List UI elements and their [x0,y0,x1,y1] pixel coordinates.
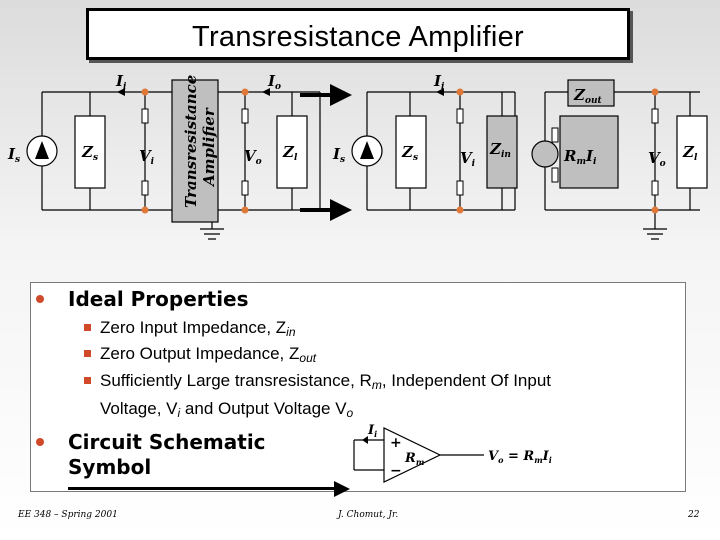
zin-resistor [486,115,518,189]
footer-course: EE 348 – Spring 2001 [18,510,118,520]
label-zl-right: Zl [682,143,698,163]
symbol-label-ii: Ii [367,423,377,439]
terminal-out-top-left [241,88,249,96]
label-zs-left: Zs [81,143,98,163]
square-bullet-icon [84,324,91,331]
label-zs-right: Zs [401,143,418,163]
pointer-arrow-line [68,487,336,490]
title-box: Transresistance Amplifier [86,8,630,60]
footer-author: J. Chomut, Jr. [338,510,399,520]
symbol-equation: Vo = RmIi [488,449,552,465]
terminal-out-top-right [651,88,659,96]
label-ii-right: Ii [433,72,445,92]
source-arrow-left [35,141,49,159]
terminal-in-bottom-left [141,206,149,214]
content-panel [30,282,686,492]
terminal-in-top-right [456,88,464,96]
label-vo-right: Vo [648,149,666,169]
label-zin: Zin [489,140,511,160]
label-vi-left: Vi [139,147,155,167]
symbol-plus: + [390,435,402,451]
dependent-source [531,140,559,168]
transform-arrows [300,84,352,221]
label-zl-left: Zl [282,143,298,163]
label-zout: Zout [573,86,602,106]
square-bullet-icon [84,350,91,357]
zs-resistor-right [395,115,427,189]
zl-resistor-left [276,115,308,189]
label-ii-left: Ii [115,72,127,92]
heading-ideal-properties: Ideal Properties [68,287,249,311]
label-is-right: Is [332,145,345,165]
right-circuit: Is Zs Ii Vi Zin Zout RmIi Vo Zl [332,72,708,240]
property-zero-input-impedance: Zero Input Impedance, Zin [100,318,296,339]
amplifier-block [171,79,219,223]
label-is-left: Is [7,145,20,165]
amplifier-block-label-2: Amplifier [200,107,218,188]
terminal-in-top-left [141,88,149,96]
source-arrow-right [360,141,374,159]
symbol-gain-label: Rm [404,451,424,467]
label-vo-left: Vo [244,147,262,167]
label-io-left: Io [267,72,281,92]
bullet-dot-icon [36,438,44,446]
transresistance-symbol: Ii + − Rm Vo = RmIi [353,423,552,483]
footer-page-number: 22 [688,510,700,520]
opamp-triangle [383,427,442,483]
terminal-out-bottom-left [241,206,249,214]
zout-resistor [567,79,615,107]
terminal-out-bottom-right [651,206,659,214]
pointer-arrow-icon [334,481,350,497]
dependent-source-block [559,115,619,189]
amplifier-block-label-1: Transresistance [182,75,200,208]
circuit-schematic: Is Zs Ii Vi Io Vo Zl Transresistance Amp… [7,72,708,240]
property-large-transresistance: Sufficiently Large transresistance, Rm, … [100,371,552,420]
symbol-minus: − [390,463,402,479]
bullet-dot-icon [36,295,44,303]
square-bullet-icon [84,377,91,384]
property-zero-output-impedance: Zero Output Impedance, Zout [100,344,317,365]
label-rm-ii: RmIi [563,147,597,167]
left-circuit: Is Zs Ii Vi Io Vo Zl Transresistance Amp… [7,72,321,240]
slide-title: Transresistance Amplifier [192,21,524,53]
zs-resistor-left [74,115,106,189]
label-vi-right: Vi [460,149,476,169]
zl-resistor-right [676,115,708,189]
terminal-in-bottom-right [456,206,464,214]
